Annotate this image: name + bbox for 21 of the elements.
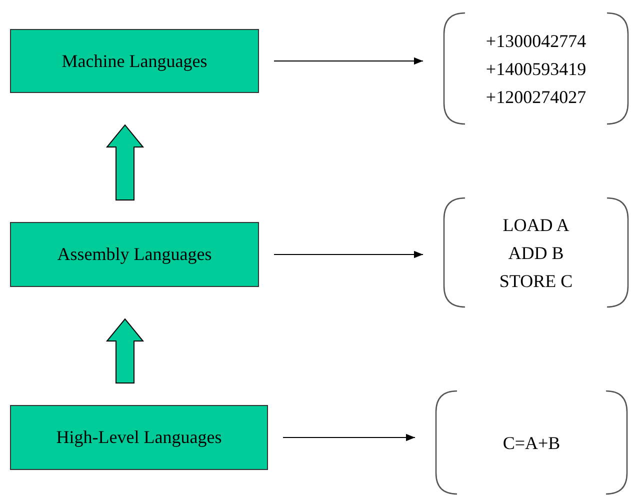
code-line: +1300042774 bbox=[486, 30, 586, 52]
code-line: +1400593419 bbox=[486, 58, 586, 80]
arrow bbox=[274, 250, 424, 258]
language-box bbox=[10, 222, 259, 287]
bracket-panel bbox=[443, 197, 629, 308]
bracket-panel bbox=[443, 12, 629, 125]
arrow bbox=[274, 57, 424, 65]
box-label: Machine Languages bbox=[62, 50, 208, 73]
language-box bbox=[10, 405, 268, 470]
block-arrow bbox=[106, 124, 144, 200]
code-line: LOAD A bbox=[502, 214, 570, 236]
box-label: High-Level Languages bbox=[56, 426, 222, 449]
code-line: ADD B bbox=[508, 242, 564, 264]
box-label: Assembly Languages bbox=[57, 243, 212, 266]
code-line: STORE C bbox=[499, 270, 573, 292]
code-line: +1200274027 bbox=[486, 86, 586, 108]
code-line: C=A+B bbox=[502, 432, 560, 454]
arrow bbox=[282, 434, 416, 442]
language-box bbox=[10, 29, 259, 93]
block-arrow bbox=[106, 318, 144, 384]
bracket-panel bbox=[435, 390, 628, 495]
